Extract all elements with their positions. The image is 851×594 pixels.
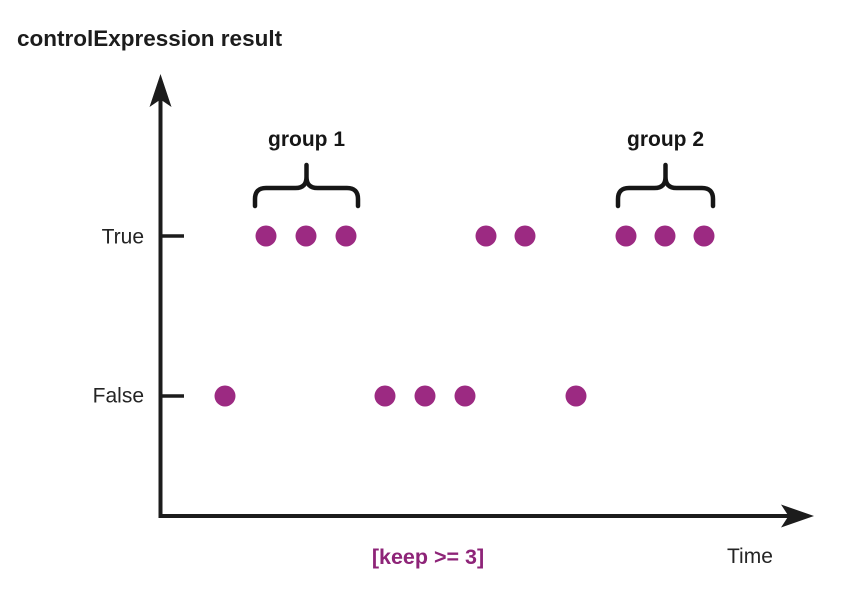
x-axis-arrowhead-icon xyxy=(781,504,814,528)
y-tick-label-true: True xyxy=(102,226,144,249)
y-tick-label-false: False xyxy=(93,385,144,408)
chart-title: controlExpression result xyxy=(17,26,283,51)
data-point-false xyxy=(414,385,436,407)
data-point-false xyxy=(565,385,587,407)
x-axis-label: Time xyxy=(727,545,773,568)
braces-layer xyxy=(252,162,716,209)
x-axis xyxy=(158,504,814,528)
data-point-false xyxy=(454,385,476,407)
data-point-false xyxy=(374,385,396,407)
group-1-brace xyxy=(252,162,361,209)
data-point-true xyxy=(514,225,536,247)
dots-layer xyxy=(214,225,715,407)
group-2-brace xyxy=(615,162,716,209)
data-point-true xyxy=(693,225,715,247)
keep-filter-annotation: [keep >= 3] xyxy=(372,545,484,569)
data-point-true xyxy=(475,225,497,247)
y-axis xyxy=(149,74,172,518)
group-1-label: group 1 xyxy=(268,128,345,151)
group-2-label: group 2 xyxy=(627,128,704,151)
data-point-true xyxy=(255,225,277,247)
data-point-true xyxy=(335,225,357,247)
data-point-true xyxy=(295,225,317,247)
data-point-true xyxy=(615,225,637,247)
y-axis-arrowhead-icon xyxy=(149,74,172,107)
data-point-false xyxy=(214,385,236,407)
data-point-true xyxy=(654,225,676,247)
